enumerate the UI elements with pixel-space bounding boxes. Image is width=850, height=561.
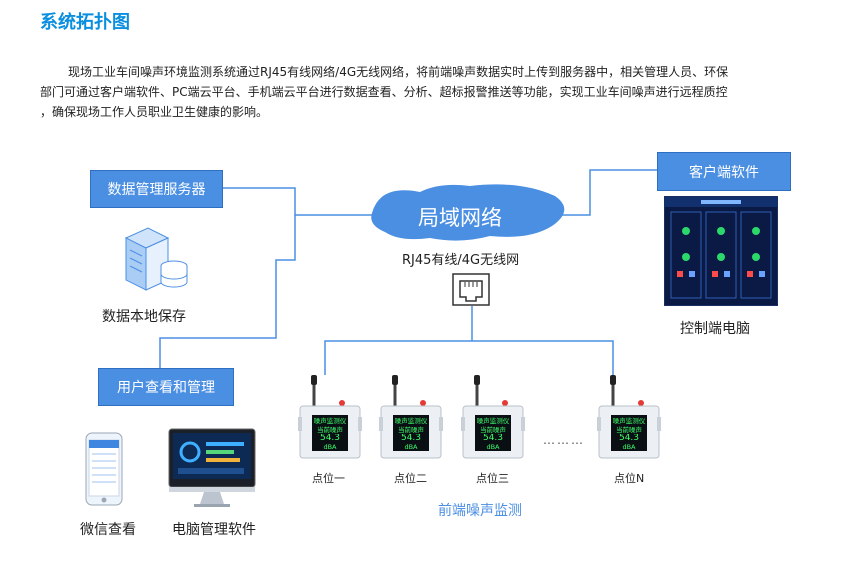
link-cloud-client xyxy=(560,169,657,216)
noise-monitor-icon xyxy=(597,375,661,459)
noise-monitor-icon xyxy=(379,375,443,459)
device-label: 点位N xyxy=(614,472,645,485)
noise-monitor-icon xyxy=(461,375,525,459)
device-lcd-line: 54.3 xyxy=(618,434,640,443)
device-lcd-line: 当前噪声 xyxy=(317,425,343,434)
device-lcd-line: 当前噪声 xyxy=(480,425,506,434)
noise-monitor-icon xyxy=(298,375,362,459)
device-lcd-line: dBA xyxy=(323,442,337,451)
description-line-1: 现场工业车间噪声环境监测系统通过RJ45有线网络/4G无线网络，将前端噪声数据实… xyxy=(68,65,729,79)
device-lcd-line: 噪声监测仪 xyxy=(394,417,428,425)
device-lcd-line: 54.3 xyxy=(319,434,341,443)
monitor-icon xyxy=(168,428,256,510)
wechat-caption: 微信查看 xyxy=(80,522,136,538)
description-line-2: 部门可通过客户端软件、PC端云平台、手机端云平台进行数据查看、分析、超标报警推送… xyxy=(40,85,728,99)
device-label: 点位三 xyxy=(476,472,509,485)
device-lcd-line: 当前噪声 xyxy=(398,425,424,434)
device-lcd-line: 噪声监测仪 xyxy=(476,417,510,425)
device-lcd-line: dBA xyxy=(486,442,500,451)
device-lcd-line: 噪声监测仪 xyxy=(612,417,646,425)
local-storage-caption: 数据本地保存 xyxy=(102,309,186,325)
phone-icon xyxy=(84,432,136,510)
client-software-box: 客户端软件 xyxy=(657,152,791,191)
lan-cloud-label: 局域网络 xyxy=(418,206,502,230)
device-label: 点位二 xyxy=(394,472,427,485)
user-manage-box: 用户查看和管理 xyxy=(98,368,234,406)
rj45-port-icon xyxy=(452,273,490,306)
network-label: RJ45有线/4G无线网 xyxy=(402,253,520,268)
device-lcd-line: dBA xyxy=(622,442,636,451)
device-lcd-line: 噪声监测仪 xyxy=(313,417,347,425)
device-bus xyxy=(324,340,614,375)
noise-monitor-device xyxy=(461,375,525,465)
data-server-box: 数据管理服务器 xyxy=(90,170,223,208)
link-trunk-user xyxy=(159,215,296,368)
link-server-cloud xyxy=(221,187,375,216)
noise-monitor-device xyxy=(597,375,661,465)
device-lcd-line: 当前噪声 xyxy=(616,425,642,434)
dashboard-screen xyxy=(664,196,778,306)
device-label: 点位一 xyxy=(312,472,345,485)
pc-software-caption: 电脑管理软件 xyxy=(172,522,256,538)
device-lcd-line: dBA xyxy=(404,442,418,451)
description: 现场工业车间噪声环境监测系统通过RJ45有线网络/4G无线网络，将前端噪声数据实… xyxy=(40,62,820,122)
server-icon xyxy=(118,226,193,296)
front-monitor-caption: 前端噪声监测 xyxy=(438,503,522,519)
noise-monitor-device xyxy=(379,375,443,465)
lan-cloud-shape xyxy=(371,184,565,241)
ellipsis-dots: ……… xyxy=(543,433,585,447)
device-lcd-line: 54.3 xyxy=(482,434,504,443)
device-lcd-line: 54.3 xyxy=(400,434,422,443)
description-line-3: ，确保现场工作人员职业卫生健康的影响。 xyxy=(40,105,269,119)
control-pc-caption: 控制端电脑 xyxy=(680,321,750,337)
page-title: 系统拓扑图 xyxy=(40,12,130,33)
noise-monitor-device xyxy=(298,375,362,465)
